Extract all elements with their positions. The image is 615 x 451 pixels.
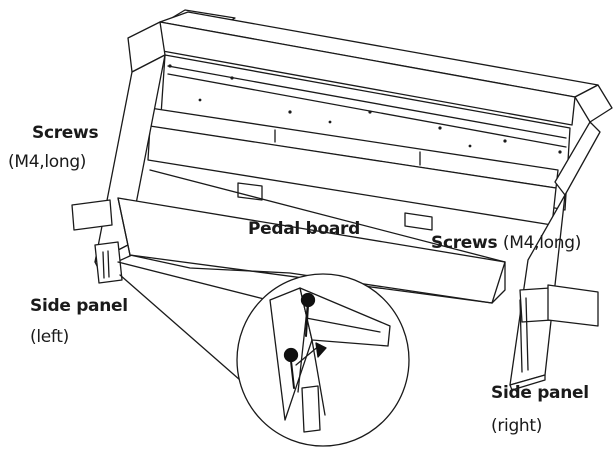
screws-right-spec: (M4,long) [502, 233, 582, 253]
side-panel-right-side: (right) [491, 416, 543, 436]
side-panel-left-side: (left) [30, 327, 69, 347]
screws-right-label: Screws (M4,long) [431, 233, 581, 253]
screw-holes [168, 64, 562, 154]
magnifier-leader-lines [117, 261, 269, 381]
screws-left-label: Screws [32, 123, 99, 143]
screws-right-title: Screws [431, 233, 498, 253]
magnified-screws [283, 292, 327, 389]
side-panel-left-label: Side panel [30, 296, 128, 316]
pedal-board-label: Pedal board [248, 219, 360, 239]
left-side-panel [71, 21, 166, 284]
magnified-detail [236, 273, 410, 447]
top-frame [154, 9, 613, 211]
side-panel-right-label: Side panel [491, 383, 589, 403]
right-side-panel [509, 121, 601, 391]
screws-left-spec: (M4,long) [8, 152, 87, 172]
